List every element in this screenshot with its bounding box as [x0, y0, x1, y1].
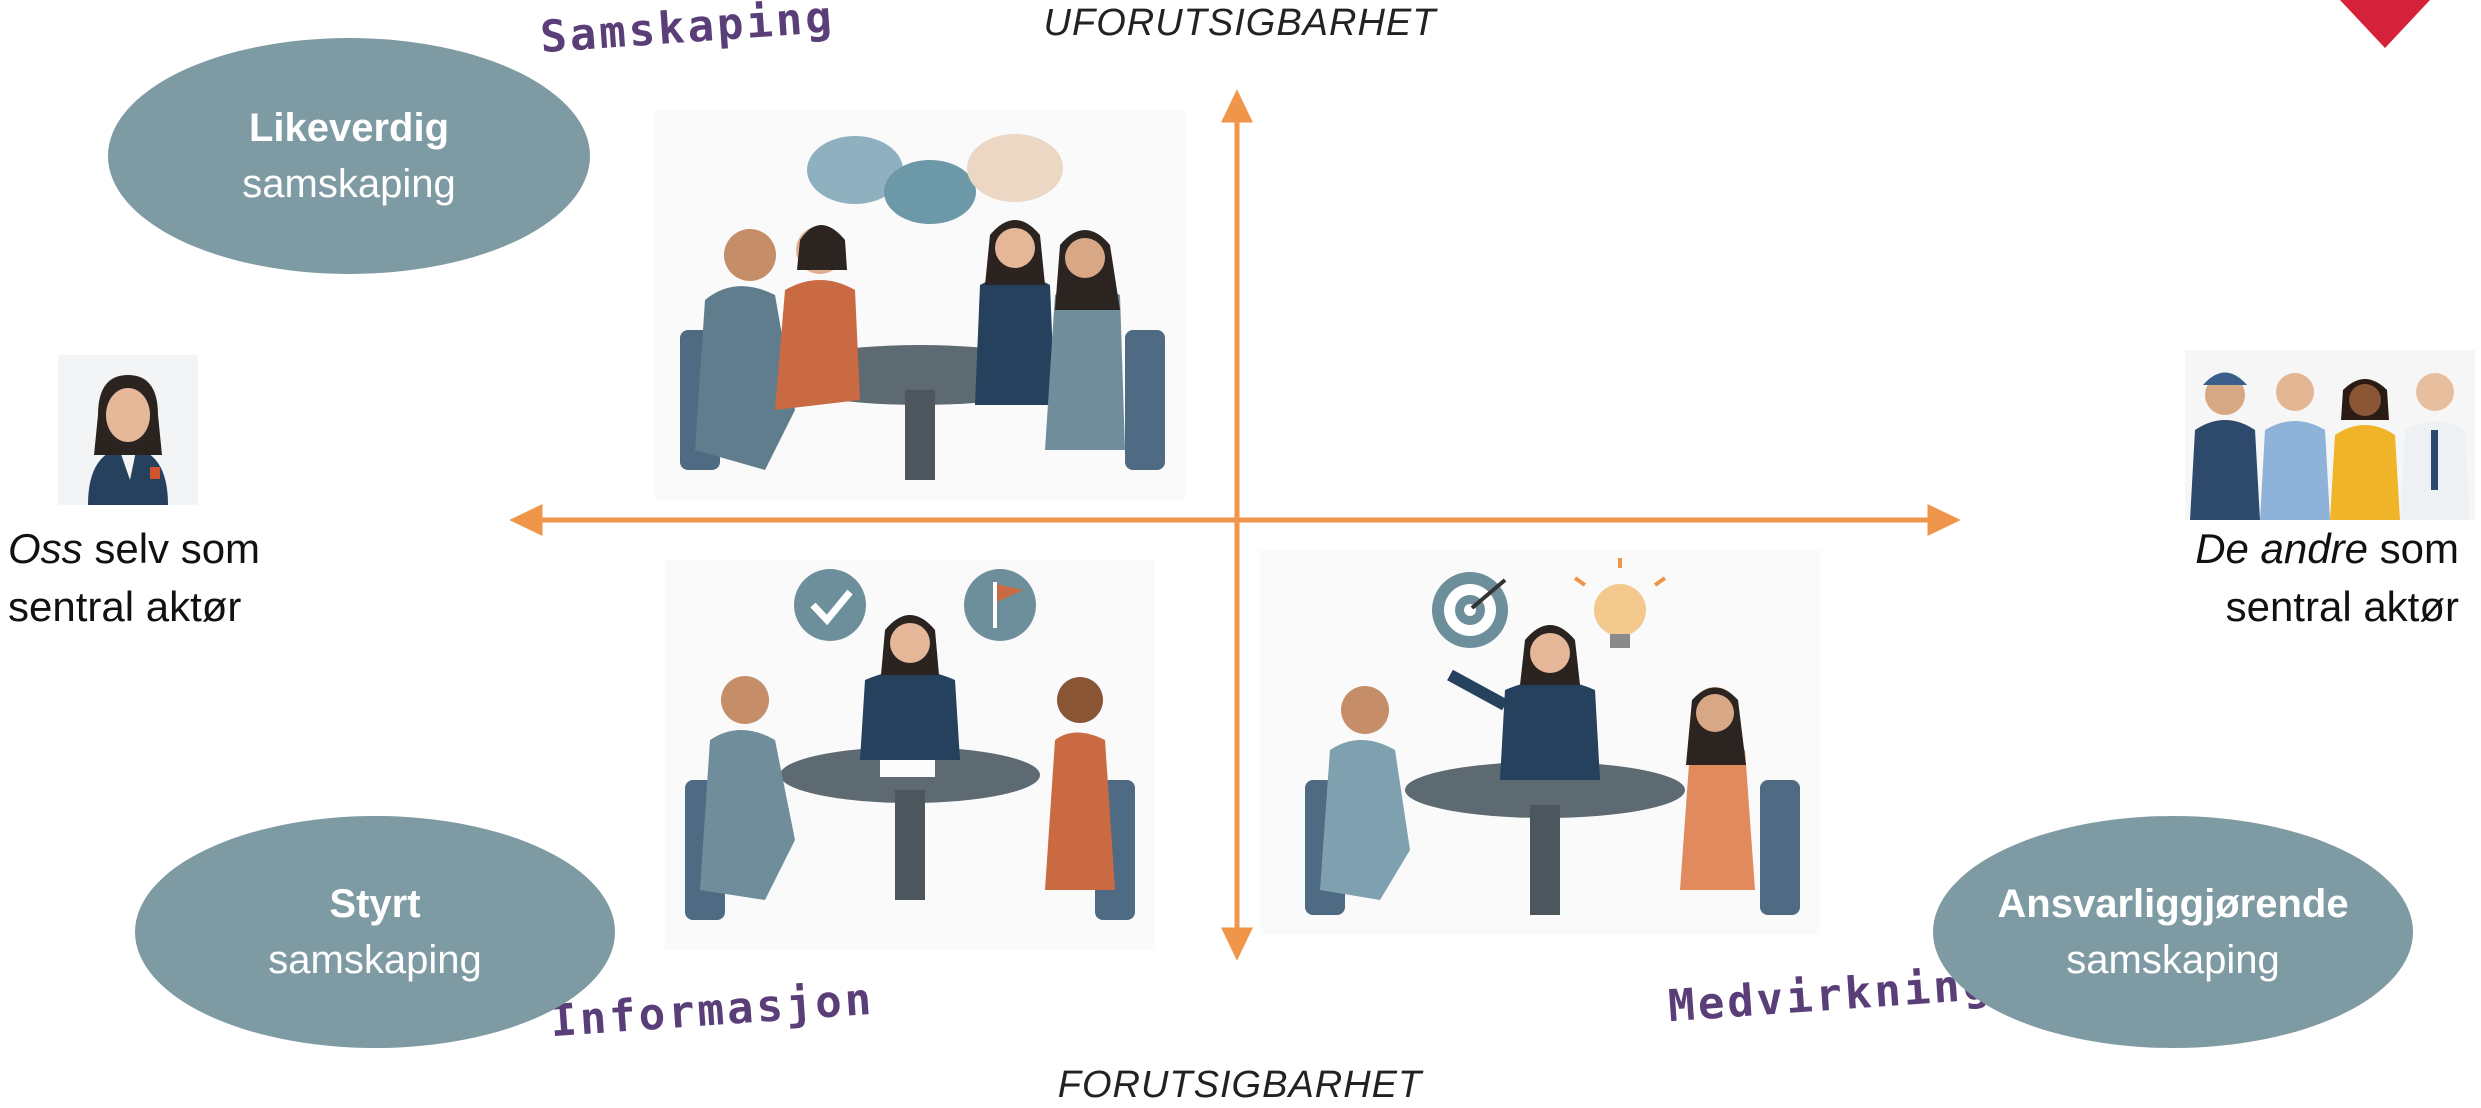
ellipse-title: Likeverdig [248, 106, 450, 150]
ellipse-ansvarliggjorende-samskaping: Ansvarliggjørende samskaping [1933, 816, 2413, 1048]
right-actor-label: De andre som sentral aktør [2195, 520, 2459, 636]
right-actor-text2: sentral aktør [2225, 583, 2459, 630]
bottom-arrowhead [1221, 927, 1253, 961]
bottom-axis-label: FORUTSIGBARHET [1057, 1064, 1423, 1106]
ellipse-styrt-samskaping: Styrt samskaping [135, 816, 615, 1048]
ellipse-subtitle: samskaping [268, 938, 482, 982]
group-of-people-icon [2185, 350, 2475, 520]
equal-cocreation-meeting-illustration [655, 110, 1185, 500]
directed-meeting-illustration [665, 560, 1155, 950]
left-arrowhead [509, 504, 543, 536]
left-actor-italic: Oss [8, 525, 83, 572]
ellipse-subtitle: samskaping [242, 162, 456, 206]
corner-logo-mark [2340, 0, 2430, 48]
empowering-meeting-illustration [1260, 550, 1820, 935]
left-actor-label: Oss selv som sentral aktør [8, 520, 260, 636]
top-axis-label: UFORUTSIGBARHET [1043, 2, 1437, 44]
left-actor-text1: selv som [82, 525, 261, 572]
right-actor-text1: som [2367, 525, 2459, 572]
top-arrowhead [1221, 89, 1253, 123]
businesswoman-avatar-icon [58, 355, 198, 505]
left-actor-text2: sentral aktør [8, 583, 242, 630]
ellipse-title: Ansvarliggjørende [1997, 882, 2349, 926]
ellipse-title: Styrt [329, 882, 421, 926]
ellipse-likeverdig-samskaping: Likeverdig samskaping [108, 38, 590, 274]
right-actor-italic: De andre [2195, 525, 2368, 572]
right-arrowhead [1927, 504, 1961, 536]
ellipse-subtitle: samskaping [2066, 938, 2280, 982]
